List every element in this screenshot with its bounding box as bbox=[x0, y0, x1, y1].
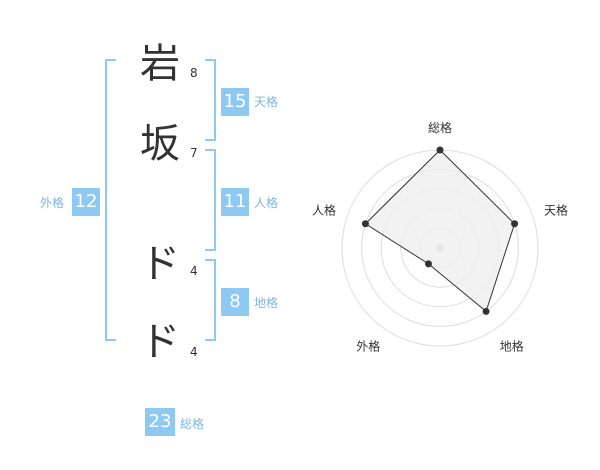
axis-label-3: 地格 bbox=[500, 339, 524, 354]
tenkaku-badge: 15 bbox=[221, 88, 249, 116]
stroke-count-2: 7 bbox=[190, 146, 198, 160]
chikaku-value: 8 bbox=[229, 291, 241, 312]
data-point-2 bbox=[511, 220, 519, 228]
tenkaku-label: 天格 bbox=[254, 95, 279, 109]
soukaku-badge: 23 bbox=[145, 408, 175, 436]
stroke-count-1: 8 bbox=[190, 66, 198, 80]
data-point-4 bbox=[424, 260, 432, 268]
data-point-5 bbox=[361, 220, 369, 228]
tenkaku-value: 15 bbox=[223, 91, 247, 112]
data-point-3 bbox=[482, 307, 490, 315]
tenkaku-bracket bbox=[205, 59, 216, 141]
chikaku-bracket bbox=[205, 259, 216, 341]
name-char-3: ド bbox=[140, 241, 180, 287]
name-char-1: 岩 bbox=[140, 41, 180, 87]
jinkaku-label: 人格 bbox=[254, 196, 279, 210]
jinkaku-badge: 11 bbox=[221, 188, 249, 216]
data-polygon bbox=[364, 149, 516, 313]
outer-bracket bbox=[105, 59, 116, 341]
jinkaku-value: 11 bbox=[223, 191, 247, 212]
data-point-1 bbox=[436, 146, 444, 154]
soukaku-value: 23 bbox=[148, 411, 172, 432]
stroke-count-4: 4 bbox=[190, 345, 198, 359]
chikaku-badge: 8 bbox=[221, 288, 249, 316]
axis-label-4: 外格 bbox=[356, 339, 380, 354]
name-char-4: ド bbox=[140, 319, 180, 365]
axis-label-1: 総格 bbox=[428, 120, 452, 135]
axis-label-5: 人格 bbox=[312, 202, 336, 217]
axis-label-2: 天格 bbox=[544, 202, 568, 217]
gaikaku-label: 外格 bbox=[40, 196, 65, 210]
stroke-count-3: 4 bbox=[190, 264, 198, 278]
gaikaku-value: 12 bbox=[74, 191, 98, 212]
jinkaku-bracket bbox=[205, 149, 216, 251]
soukaku-label: 総格 bbox=[180, 417, 205, 431]
gaikaku-badge: 12 bbox=[72, 188, 100, 216]
chikaku-label: 地格 bbox=[254, 296, 279, 310]
name-char-2: 坂 bbox=[140, 121, 180, 167]
